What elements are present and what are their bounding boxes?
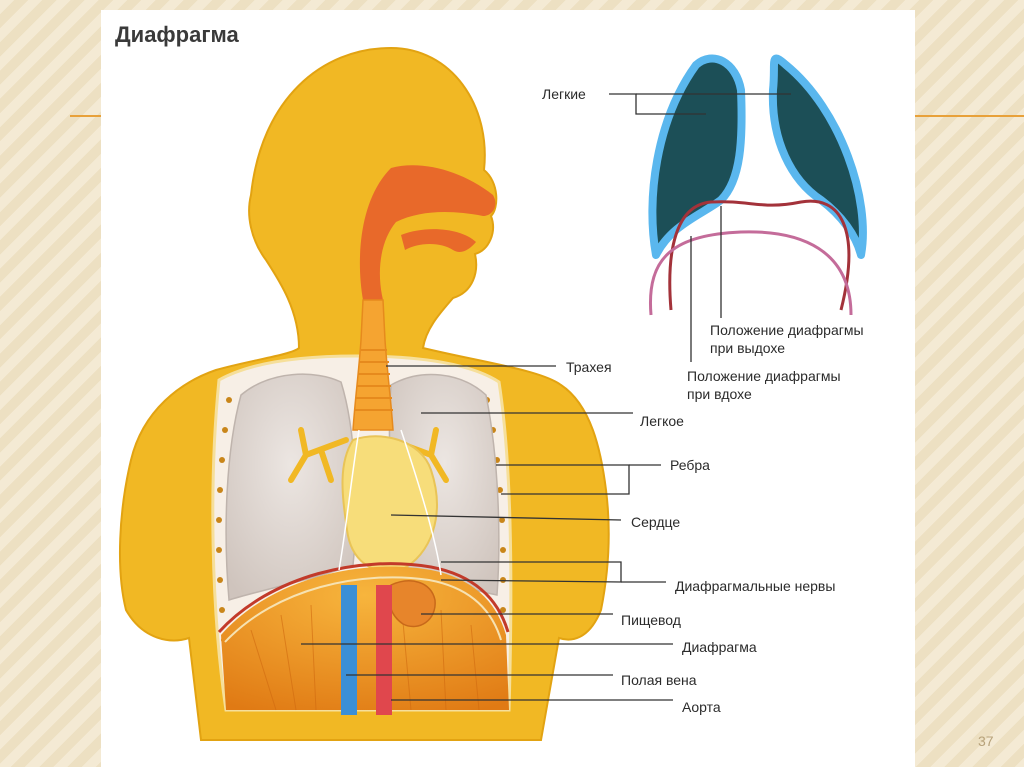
label-exhale-line1: Положение диафрагмы [710,322,864,339]
label-diaphragm: Диафрагма [682,639,757,656]
inset-right-lung [773,58,863,255]
slide-page-number: 37 [978,733,994,749]
label-inhale-line1: Положение диафрагмы [687,368,841,385]
figure-title: Диафрагма [115,22,239,48]
inset-left-lung [652,58,741,255]
label-aorta: Аорта [682,699,721,716]
inset-lungs [650,58,862,315]
label-lung: Легкое [640,413,684,430]
label-lungs-small: Легкие [542,86,586,103]
label-phrenic-nerves: Диафрагмальные нервы [675,578,835,595]
label-trachea: Трахея [566,359,612,376]
aorta [376,585,392,715]
anatomy-illustration [101,10,915,767]
label-exhale-line2: при выдохе [710,340,785,357]
inhale-line [650,232,851,315]
label-vena-cava: Полая вена [621,672,697,689]
left-lung [226,374,356,600]
label-inhale-line2: при вдохе [687,386,752,403]
label-ribs: Ребра [670,457,710,474]
label-esophagus: Пищевод [621,612,681,629]
vena-cava [341,585,357,715]
diaphragm-figure: Диафрагма Легкие Положение диафрагмы при… [101,10,915,767]
heart [343,436,437,571]
label-heart: Сердце [631,514,680,531]
